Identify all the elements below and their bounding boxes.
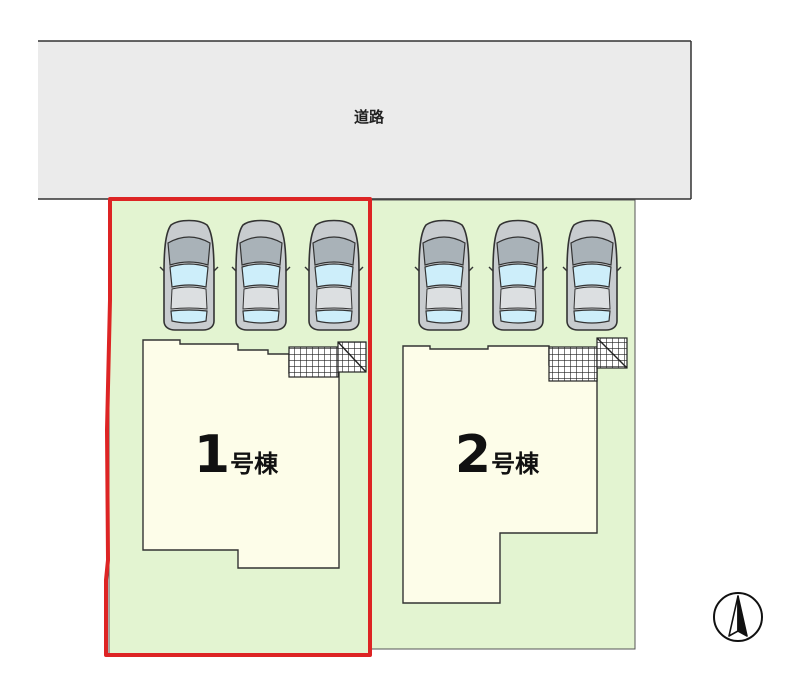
car-icon [304, 219, 364, 331]
deck-2a [548, 346, 598, 382]
car-icon [562, 219, 622, 331]
building-suffix-2: 号棟 [491, 450, 540, 478]
selected-lot-highlight [104, 197, 372, 657]
deck-1a [288, 346, 339, 378]
car-icon [159, 219, 219, 331]
building-suffix-1: 号棟 [230, 450, 279, 478]
building-number-1: 1 [194, 425, 230, 485]
car-icon [488, 219, 548, 331]
building-label-1: 1号棟 [194, 425, 279, 485]
road [38, 41, 691, 199]
car-icon [414, 219, 474, 331]
north-arrow-icon [713, 592, 763, 642]
building-number-2: 2 [455, 425, 491, 485]
building-label-2: 2号棟 [455, 425, 540, 485]
road-label: 道路 [354, 108, 385, 126]
car-icon [231, 219, 291, 331]
